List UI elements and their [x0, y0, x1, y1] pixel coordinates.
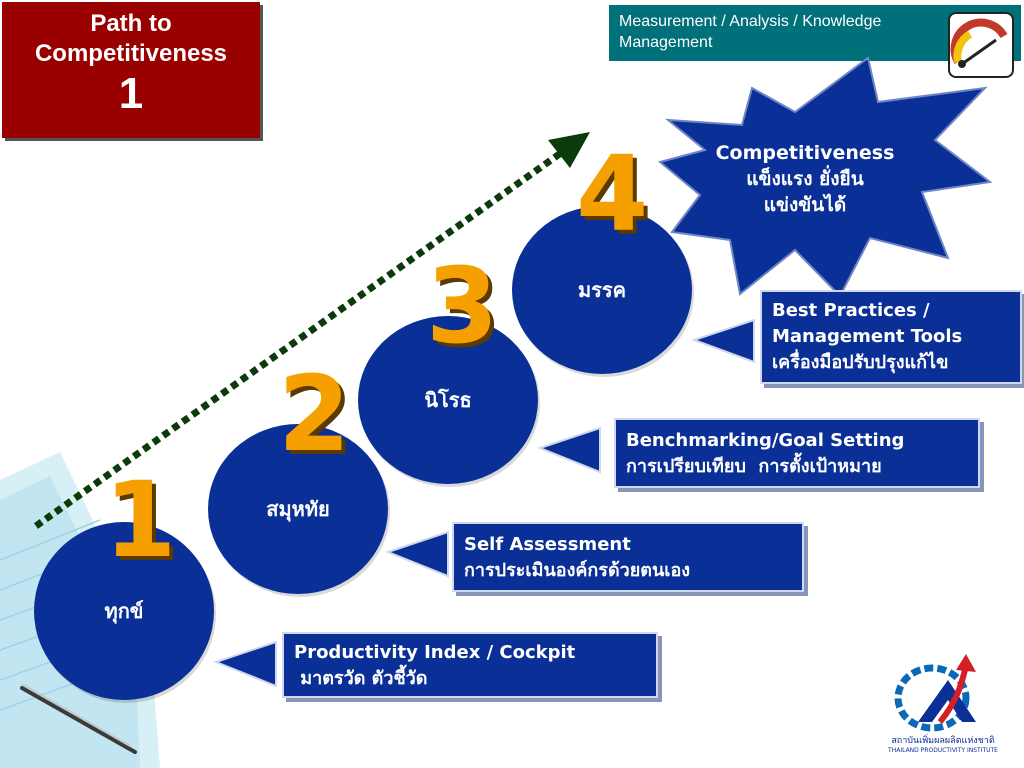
- header-text: Measurement / Analysis / Knowledge Manag…: [619, 13, 882, 51]
- info-step-4-line-1: Best Practices /: [772, 300, 930, 321]
- circle-label-1: ทุกข์: [104, 599, 144, 623]
- step-number-1: 1: [104, 459, 177, 581]
- title-box: Path to Competitiveness 1: [2, 2, 260, 138]
- goal-text: Competitiveness แข็งแรง ยั่งยืน แข่งขันไ…: [690, 140, 920, 218]
- title-line-2: Competitiveness: [34, 40, 228, 67]
- info-box-step-2: Self Assessment การประเมินองค์กรด้วยตนเอ…: [452, 522, 804, 592]
- title-number: 1: [118, 69, 144, 118]
- pointer-step-3: [537, 426, 601, 474]
- circle-step-3: นิโรธ: [358, 316, 538, 484]
- circle-label-3: นิโรธ: [424, 388, 472, 412]
- tpi-logo: [894, 654, 976, 732]
- gauge-icon: [948, 12, 1014, 78]
- circle-step-1: ทุกข์: [34, 522, 214, 700]
- step-number-2: 2: [278, 353, 351, 475]
- gauge-drawing: [950, 18, 1008, 68]
- logo-caption-en: THAILAND PRODUCTIVITY INSTITUTE: [888, 747, 998, 754]
- pointer-step-1: [213, 640, 277, 688]
- info-box-step-4: Best Practices / Management Tools เครื่อ…: [760, 290, 1022, 384]
- info-step-3-line-1: Benchmarking/Goal Setting: [626, 430, 905, 451]
- circle-label-2: สมุหทัย: [266, 497, 330, 521]
- info-step-1-line-2: มาตรวัด ตัวชี้วัด: [294, 668, 428, 689]
- pointer-step-4: [690, 318, 755, 364]
- info-step-2-line-1: Self Assessment: [464, 534, 631, 555]
- logo-caption-th: สถาบันเพิ่มผลผลิตแห่งชาติ: [891, 736, 995, 746]
- info-step-1-line-1: Productivity Index / Cockpit: [294, 642, 576, 663]
- info-box-step-3: Benchmarking/Goal Setting การเปรียบเทียบ…: [614, 418, 980, 488]
- circle-step-2: สมุหทัย: [208, 424, 388, 594]
- info-box-step-1: Productivity Index / Cockpit มาตรวัด ตัว…: [282, 632, 658, 698]
- step-number-3: 3: [426, 245, 499, 367]
- goal-line-1: Competitiveness: [715, 142, 895, 164]
- info-step-4-line-3: เครื่องมือปรับปรุงแก้ไข: [772, 352, 949, 373]
- pointer-step-2: [385, 530, 449, 578]
- info-step-4-line-2: Management Tools: [772, 326, 963, 347]
- goal-line-2: แข็งแรง ยั่งยืน: [746, 168, 864, 190]
- title-line-1: Path to: [90, 10, 172, 37]
- circle-label-4: มรรค: [577, 278, 627, 302]
- step-number-4: 4: [576, 133, 649, 255]
- info-step-3-line-2: การเปรียบเทียบ การตั้งเป้าหมาย: [626, 456, 882, 477]
- circle-step-4: มรรค: [512, 206, 692, 374]
- goal-line-3: แข่งขันได้: [763, 194, 847, 216]
- info-step-2-line-2: การประเมินองค์กรด้วยตนเอง: [464, 560, 691, 581]
